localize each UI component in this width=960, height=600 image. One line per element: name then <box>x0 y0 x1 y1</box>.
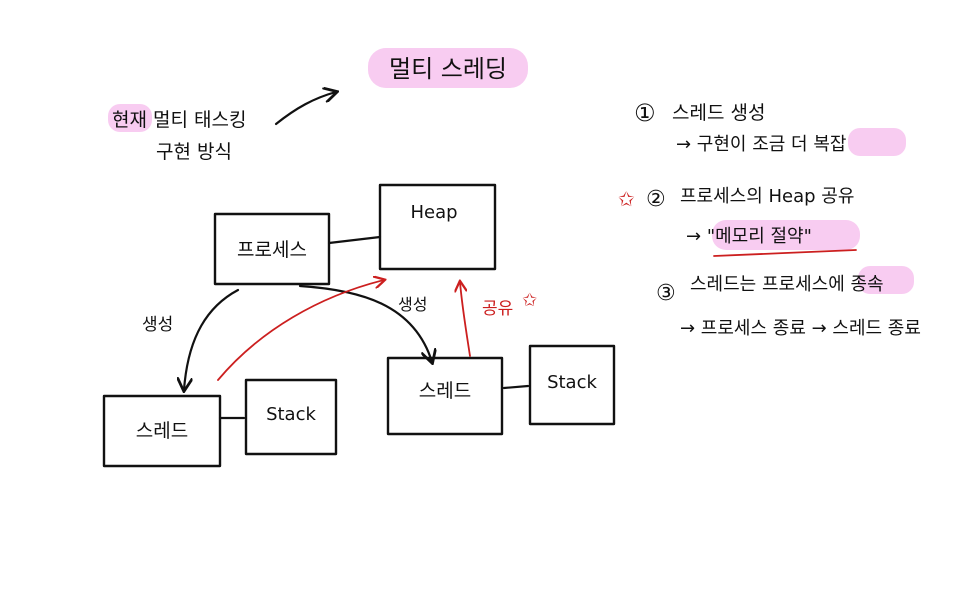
thread-right-box: 스레드 <box>386 356 504 436</box>
stack-left-box: Stack <box>244 378 338 456</box>
create-left-label: 생성 <box>142 315 173 335</box>
share-label: 공유 <box>482 299 513 319</box>
title-pointer-arrow <box>274 92 336 126</box>
note1-title: 스레드 생성 <box>672 102 765 124</box>
title-highlight <box>368 48 528 88</box>
note1-number: ① <box>634 99 656 127</box>
stack-right-box: Stack <box>528 344 616 426</box>
share-star-icon: ✩ <box>522 290 537 311</box>
note2-underline <box>713 249 857 257</box>
share-arrow-right <box>460 282 471 357</box>
note2-star-icon: ✩ <box>618 187 635 211</box>
process-heap-connector <box>327 235 382 245</box>
create-arrow-left <box>184 288 240 390</box>
stack-right-label: Stack <box>547 372 597 393</box>
note1-sub: → 구현이 조금 더 복잡 <box>676 134 846 155</box>
create-arrow-right <box>298 284 432 362</box>
stack-left-label: Stack <box>266 404 316 425</box>
note3-title: 스레드는 프로세스에 종속 <box>690 274 884 295</box>
process-label: 프로세스 <box>237 239 307 261</box>
create-right-label: 생성 <box>398 295 427 314</box>
share-arrow-left <box>217 280 384 381</box>
note2-sub: → "메모리 절약" <box>686 226 812 247</box>
thread-left-label: 스레드 <box>136 420 188 442</box>
note2-number: ② <box>646 187 666 212</box>
note2-title: 프로세스의 Heap 공유 <box>680 186 854 207</box>
heap-label: Heap <box>410 202 457 223</box>
note1-highlight <box>848 128 906 156</box>
note2-highlight <box>712 220 860 250</box>
subtitle-highlight <box>108 104 152 132</box>
note3-sub: → 프로세스 종료 → 스레드 종료 <box>680 318 921 339</box>
process-box: 프로세스 <box>213 212 331 286</box>
thread-stack-right-connector <box>502 384 530 390</box>
subtitle-line2: 구현 방식 <box>156 141 232 163</box>
subtitle-line1: 현재 멀티 태스킹 <box>112 109 246 131</box>
note3-number: ③ <box>656 281 676 306</box>
heap-box: Heap <box>378 183 497 271</box>
thread-left-box: 스레드 <box>102 394 222 468</box>
note3-highlight <box>858 266 914 294</box>
page-title: 멀티 스레딩 <box>389 55 507 83</box>
thread-right-label: 스레드 <box>419 380 471 402</box>
